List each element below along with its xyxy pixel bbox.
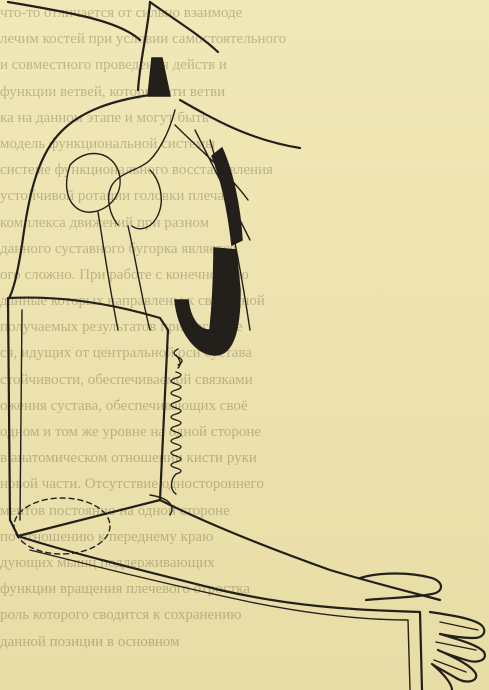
humerus-head [67,154,120,213]
scapula-outline [109,110,175,225]
forearm-trough-outline [18,536,422,690]
arm-cuff-outline [8,298,168,536]
strap-black-tab [148,58,170,96]
hand-fingers [430,612,485,690]
shoulder-strap-line [8,2,150,90]
shoulder-outline [8,95,150,300]
bone-shaft-left [98,212,118,330]
dark-strap-pad [175,248,240,355]
hand-lines [434,622,478,672]
strap-top-line [150,2,218,52]
joint-detail [132,170,161,229]
forearm-trough-inner [30,550,410,690]
coil-spring [171,349,182,474]
arm-cuff-inner [20,310,22,520]
back-outline [180,100,300,148]
elbow-ellipse [14,498,110,554]
dark-strap-upper [212,148,242,245]
